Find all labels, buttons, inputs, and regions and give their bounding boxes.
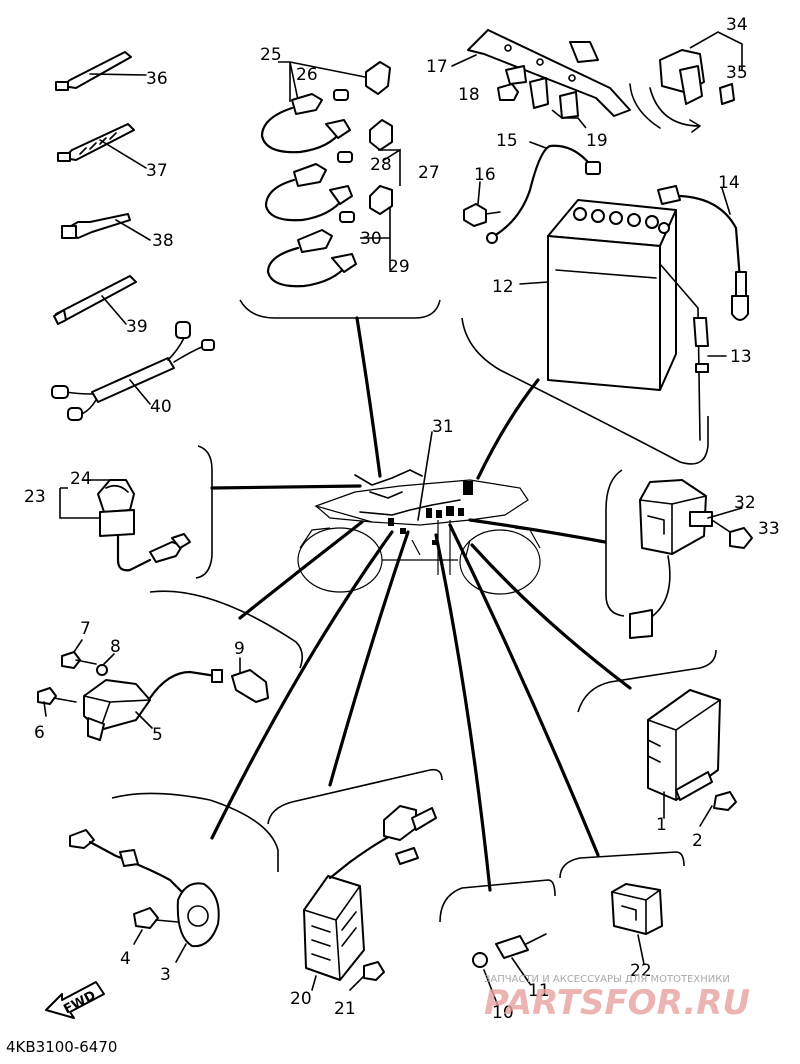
callout-37: 37 [146,161,168,181]
battery-parts-18-19 [497,65,587,129]
fwd-arrow: FWD [45,981,105,1019]
harness-40 [51,321,215,421]
callout-40: 40 [150,397,172,417]
cdi-unit-1-2 [647,689,737,827]
callout-11: 11 [528,981,550,1001]
callout-19: 19 [586,131,608,151]
plug-caps-25-30 [260,61,401,288]
callout-13: 13 [730,347,752,367]
callout-17: 17 [426,57,448,77]
callout-15: 15 [496,131,518,151]
callout-28: 28 [370,155,392,175]
callout-1: 1 [656,815,667,835]
callout-2: 2 [692,831,703,851]
callout-7: 7 [80,619,91,639]
callout-21: 21 [334,999,356,1019]
battery-12 [519,199,677,391]
callout-35: 35 [726,63,748,83]
battery-cable-15 [486,141,601,244]
band-39 [53,275,137,325]
callout-23: 23 [24,487,46,507]
relay-32-33 [629,479,753,639]
relay-34-35 [629,31,743,133]
callout-25: 25 [260,45,282,65]
battery-bracket-17 [451,29,631,117]
callout-32: 32 [734,493,756,513]
callout-39: 39 [126,317,148,337]
callout-31: 31 [432,417,454,437]
callout-5: 5 [152,725,163,745]
callout-14: 14 [718,173,740,193]
callout-38: 38 [152,231,174,251]
sensor-10-11 [472,933,547,1007]
callout-18: 18 [458,85,480,105]
callout-34: 34 [726,15,748,35]
callout-8: 8 [110,637,121,657]
callout-10: 10 [492,1003,514,1023]
callout-24: 24 [70,469,92,489]
callout-numbers: 1 2 3 4 5 6 7 8 9 10 11 12 13 14 15 16 1… [24,15,780,1023]
callout-12: 12 [492,277,514,297]
callout-16: 16 [474,165,496,185]
callout-20: 20 [290,989,312,1009]
ignition-coil-5-9 [37,639,269,741]
diagram-code: 4KB3100-6470 [6,1038,117,1056]
breather-hose-13 [659,263,727,441]
callout-36: 36 [146,69,168,89]
leader-lines [210,316,632,892]
callout-9: 9 [234,639,245,659]
rectifier-20-21 [303,805,437,991]
atv-outline [297,469,541,595]
pickup-coil-3-4 [69,829,220,963]
callout-30: 30 [360,229,382,249]
callout-33: 33 [758,519,780,539]
callout-6: 6 [34,723,45,743]
callout-22: 22 [630,961,652,981]
callout-3: 3 [160,965,171,985]
group-frames [111,299,717,923]
watermark-tagline: ЗАПЧАСТИ И АКСЕССУАРЫ ДЛЯ МОТОТЕХНИКИ [484,974,730,985]
callout-26: 26 [296,65,318,85]
clamp-38 [61,213,151,241]
callout-29: 29 [388,257,410,277]
bolt-16 [463,181,501,227]
coupler-cover-22 [611,883,663,965]
watermark-brand: PARTSFOR.RU [484,983,750,1023]
cable-band-36 [55,51,147,91]
cable-band-37 [57,123,147,169]
main-switch-23-24 [59,479,191,572]
callout-27: 27 [418,163,440,183]
callout-4: 4 [120,949,131,969]
cable-14 [657,185,749,321]
